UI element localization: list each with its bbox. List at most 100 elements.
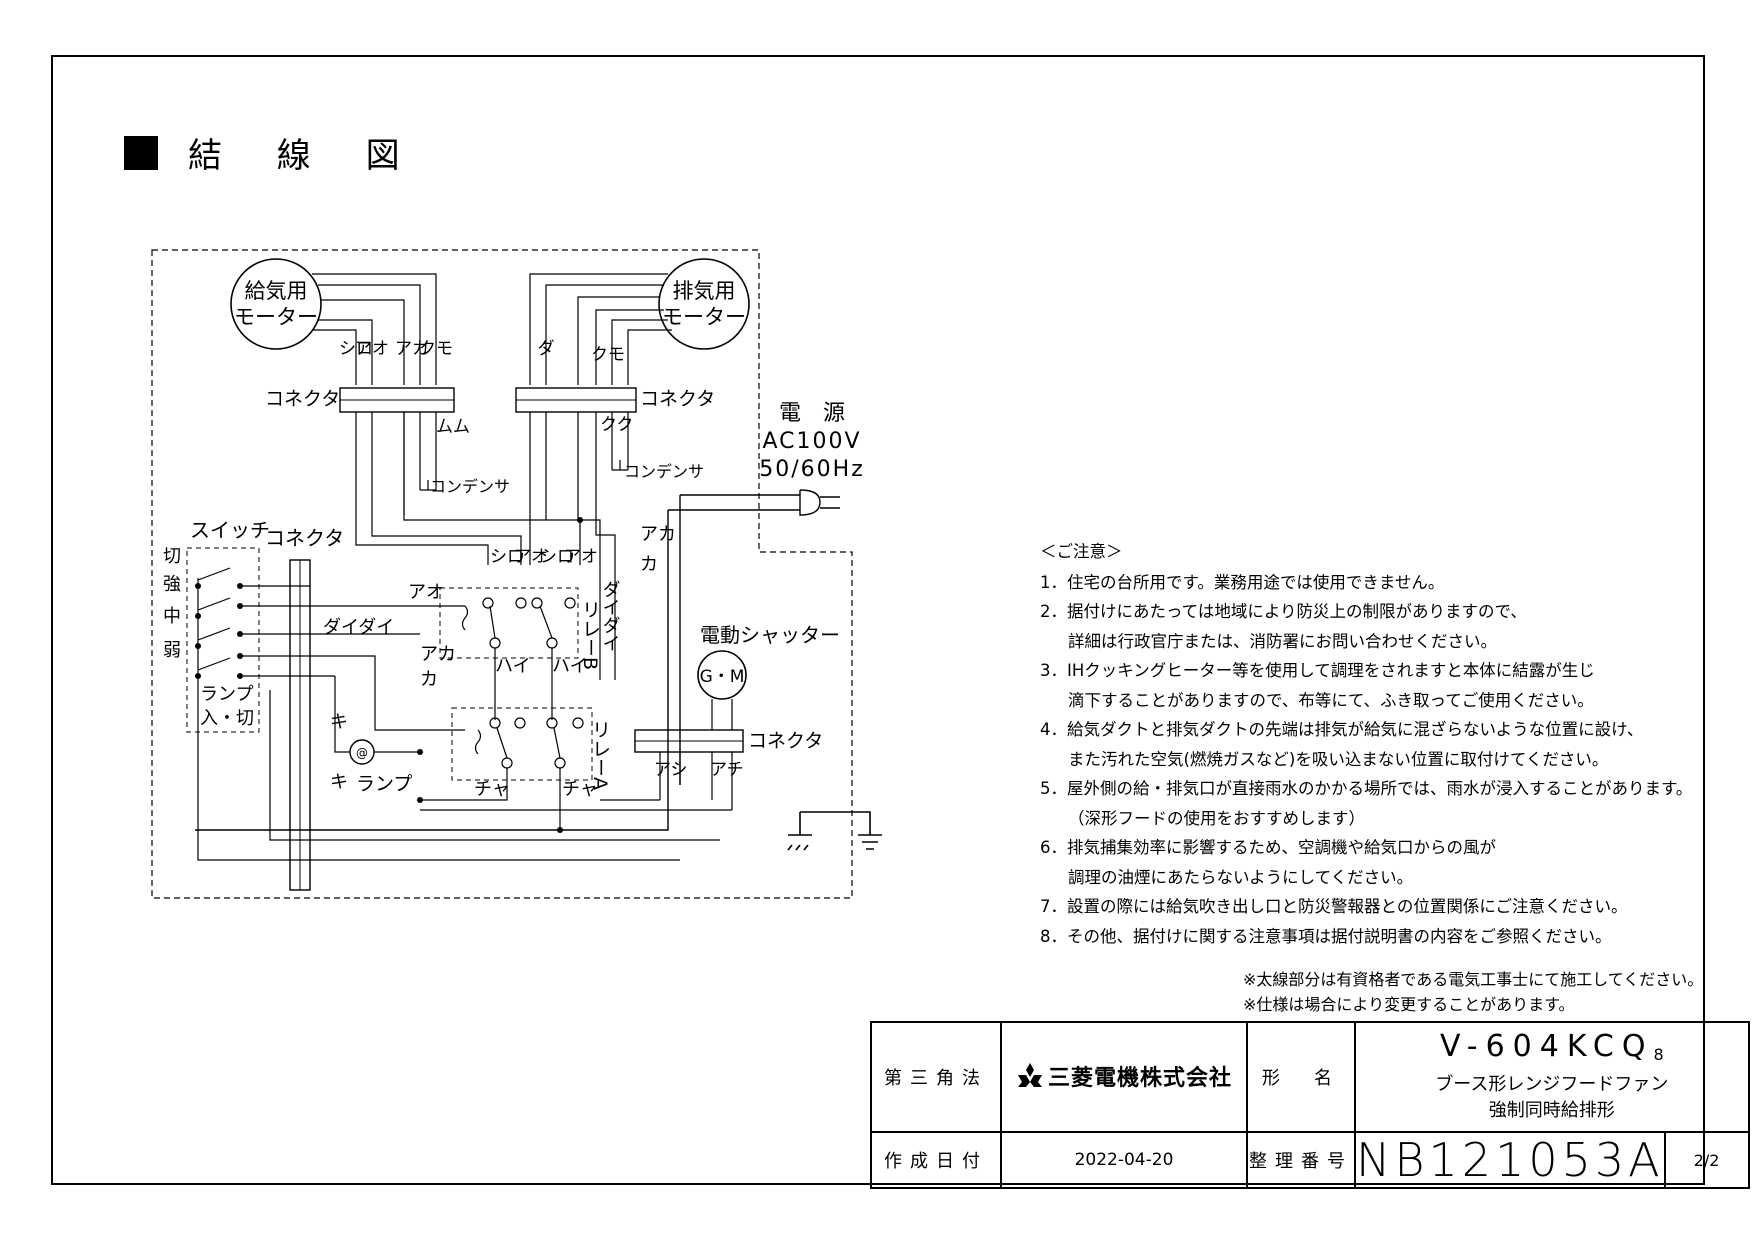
projection-label: 第三角法 [870, 1021, 1002, 1133]
drawing-number: NB121053A [1354, 1131, 1666, 1189]
wire-ka-2: カ [420, 669, 438, 690]
wire-daidai-1: ダ [538, 339, 555, 359]
supply-motor-wires [312, 273, 437, 385]
switch-box [186, 547, 260, 733]
note-item: 調理の油煙にあたらないようにしてください。 [1068, 867, 1414, 887]
wire-daidai-3: ダイダイ [600, 580, 621, 652]
wire-kuro-labels: クク [600, 415, 633, 435]
enclosure-outline [151, 249, 853, 899]
lamp-switch-label-1: ランプ [200, 684, 253, 705]
switch-pos-strong: 強 [163, 574, 181, 595]
supply-motor-circle [230, 258, 322, 350]
shutter-connector-label: コネクタ [748, 730, 823, 752]
note-item: 5．屋外側の給・排気口が直接雨水のかかる場所では、雨水が浸入することがあります。 [1040, 779, 1693, 798]
wire-aka-power: アカ [640, 524, 676, 545]
note-item: 詳細は行政官庁または、消防署にお問い合わせください。 [1068, 631, 1497, 651]
wire-aka-1: アカ [395, 339, 429, 359]
shutter-motor-circle [697, 650, 747, 700]
switch-connector-label: コネクタ [265, 526, 344, 550]
model-cell: V-604KCQ8 ブース形レンジフードファン 強制同時給排形 [1354, 1021, 1750, 1133]
relay-a-label: リレーA [589, 720, 611, 790]
switch-wires [197, 585, 720, 861]
wire-ao-2: アオ [408, 582, 444, 603]
product-name-2: 強制同時給排形 [1488, 1100, 1615, 1121]
wire-ki-2: キ [330, 772, 348, 793]
drawing-title: 結 線 図 [124, 128, 422, 177]
note-item: 4．給気ダクトと排気ダクトの先端は排気が給気に混ざらないような位置に設け、 [1040, 720, 1644, 739]
wire-shiro-3: シロ [540, 547, 574, 567]
wire-kuro-momo-2: クモ [591, 345, 625, 365]
product-name-1: ブース形レンジフードファン [1435, 1074, 1669, 1095]
switch-pos-weak: 弱 [163, 640, 181, 661]
relay-a-box [451, 707, 593, 781]
note-item: また汚れた空気(燃焼ガスなど)を吸い込まない位置に取付けてください。 [1068, 749, 1609, 769]
wire-ao-3: アオ [514, 547, 548, 567]
wire-murasaki-labels: ムム [436, 417, 470, 437]
number-label: 整理番号 [1246, 1131, 1356, 1189]
note-item: 7．設置の際には給気吹き出し口と防災警報器との位置関係にご注意ください。 [1040, 897, 1628, 916]
exhaust-motor-label-2: モーター [662, 305, 746, 329]
wire-ka-power: カ [640, 554, 658, 575]
title-block: 第三角法 三菱電機株式会社 形 名 V-604KCQ8 ブース形レンジフードファ… [870, 1021, 1750, 1189]
note-item: 滴下することがありますので、布等にて、ふき取ってご使用ください。 [1068, 690, 1594, 710]
model-suffix: 8 [1653, 1045, 1664, 1064]
relay-b-box [439, 587, 579, 659]
wire-hai-2: ハイ [552, 656, 588, 677]
power-voltage: AC100V [762, 429, 861, 454]
note-item: （深形フードの使用をおすすめします） [1068, 808, 1365, 828]
svg-text:@: @ [356, 746, 368, 760]
note-item: 6．排気捕集効率に影響するため、空調機や給気口からの風が [1040, 838, 1496, 857]
remark-item: ※太線部分は有資格者である電気工事士にて施工してください。 [1243, 970, 1704, 989]
supply-motor-label-2: モーター [234, 305, 318, 329]
title-square-icon [124, 135, 158, 170]
exhaust-connector-label: コネクタ [640, 388, 715, 410]
date-value: 2022-04-20 [1000, 1131, 1248, 1189]
wire-ashi-labels: アシ [654, 760, 687, 780]
title-text: 結 線 図 [188, 136, 422, 176]
wire-daidai-2: ダイダイ [323, 617, 394, 638]
note-item: 2．据付けにあたっては地域により防災上の制限がありますので、 [1040, 602, 1527, 621]
mitsubishi-logo-icon [1016, 1062, 1044, 1095]
supply-motor-label-1: 給気用 [245, 279, 308, 303]
exhaust-condenser-label: コンデンサ [624, 462, 704, 481]
wire-ao-4: アオ [564, 547, 598, 567]
exhaust-motor-circle [658, 258, 750, 350]
switch-pos-mid: 中 [163, 606, 181, 627]
wire-aka-2: アカ [420, 644, 456, 665]
exhaust-motor-label-1: 排気用 [673, 279, 736, 303]
supply-condenser-label: コンデンサ [430, 477, 510, 496]
wire-kuro-momo-1: クモ [419, 339, 453, 359]
wire-cha-1: チャ [474, 779, 510, 800]
date-label: 作成日付 [870, 1131, 1002, 1189]
power-plug [195, 489, 840, 831]
sheet-number: 2/2 [1663, 1131, 1750, 1189]
notes-heading: ＜ご注意＞ [1040, 542, 1123, 561]
maker-name: 三菱電機株式会社 [1047, 1065, 1232, 1091]
wire-achi-labels: アチ [710, 760, 744, 780]
switch-label: スイッチ [190, 518, 270, 542]
notes-section: ＜ご注意＞ 1．住宅の台所用です。業務用途では使用できません。 2．据付けにあた… [1040, 537, 1692, 951]
shutter-label: 電動シャッター [700, 623, 840, 647]
wire-hai-1: ハイ [495, 656, 531, 677]
power-frequency: 50/60Hz [759, 457, 865, 482]
model-number: V-604KCQ [1439, 1029, 1654, 1064]
power-label: 電 源 [779, 401, 845, 426]
relay-b-label: リレーB [579, 600, 601, 670]
wire-cha-2: チャ [562, 779, 598, 800]
lamp-label: ランプ [356, 773, 412, 795]
shutter-motor-label: G・M [700, 667, 745, 687]
maker-cell: 三菱電機株式会社 [1000, 1021, 1248, 1133]
wire-ao-1: アオ [355, 339, 389, 359]
note-item: 1．住宅の台所用です。業務用途では使用できません。 [1040, 572, 1445, 592]
switch-contacts [197, 567, 231, 680]
supply-connector-label: コネクタ [265, 388, 340, 410]
model-label: 形 名 [1246, 1021, 1356, 1133]
wire-shiro-1: シロ [339, 339, 373, 359]
switch-pos-off: 切 [163, 546, 181, 567]
wire-shiro-2: シロ [490, 547, 524, 567]
ground-symbols [787, 811, 882, 851]
note-item: 3．IHクッキングヒーター等を使用して調理をされますと本体に結露が生じ [1040, 661, 1595, 680]
note-item: 8．その他、据付けに関する注意事項は据付説明書の内容をご参照ください。 [1040, 926, 1612, 946]
remarks-section: ※太線部分は有資格者である電気工事士にて施工してください。 ※仕様は場合により変… [1243, 967, 1703, 1017]
